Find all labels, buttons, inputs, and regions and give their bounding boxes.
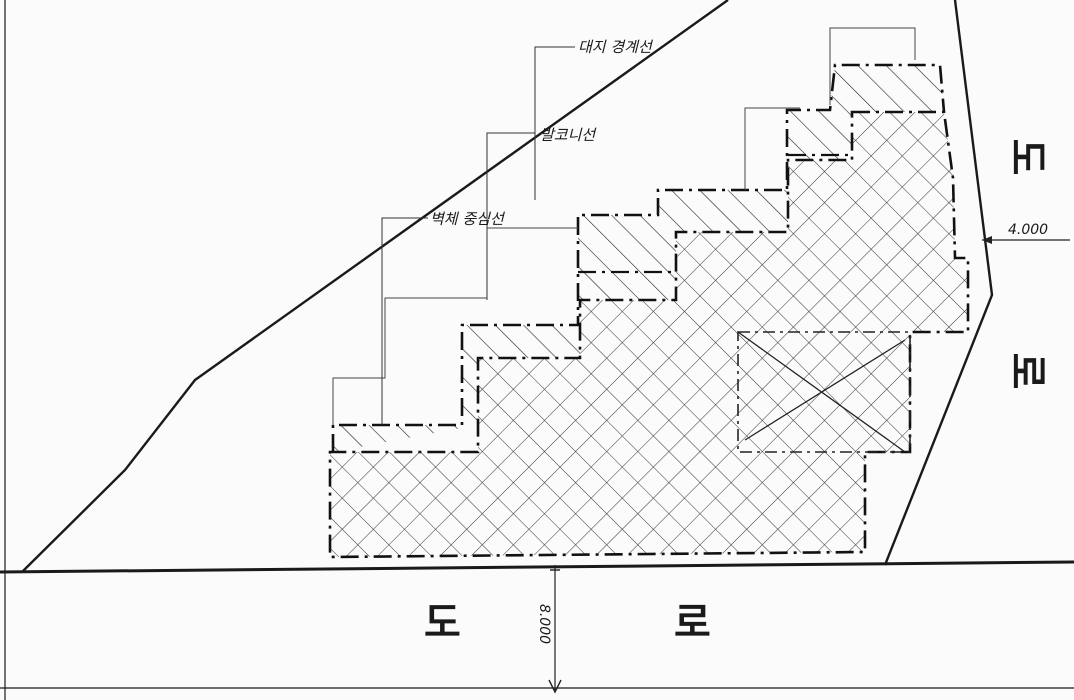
- site-boundary-diagonal: [21, 0, 729, 573]
- bottom-road-width-label: 8.000: [536, 603, 553, 645]
- leader-step-upper: [744, 107, 800, 190]
- bottom-road-dimension-arrow: [548, 679, 562, 694]
- core-diagonal-2: [744, 339, 906, 441]
- right-road-dimension-arrow: [982, 236, 992, 244]
- wall-center-line-label: 벽체 중심선: [430, 210, 504, 228]
- balcony-area: [333, 65, 944, 452]
- balcony-leader: [486, 132, 535, 300]
- balcony-outline: [331, 63, 946, 452]
- building-footprint: [328, 110, 970, 559]
- right-road-width-label: 4.000: [1008, 222, 1049, 238]
- right-road-char-2: 로: [1003, 352, 1050, 390]
- wall-center-leader: [381, 217, 428, 425]
- leader-step-top: [829, 27, 916, 105]
- bottom-road-char-2: 로: [674, 600, 711, 646]
- balcony-line-label: 발코니선: [540, 126, 596, 144]
- right-road-char-1: 도: [1003, 138, 1050, 176]
- site-boundary-label: 대지 경계선: [578, 38, 652, 56]
- road-edge-line: [0, 560, 1074, 574]
- boundary-leader: [534, 46, 575, 200]
- site-boundary-right: [883, 0, 994, 566]
- bottom-road-char-1: 도: [424, 600, 461, 646]
- core-block: [737, 331, 911, 453]
